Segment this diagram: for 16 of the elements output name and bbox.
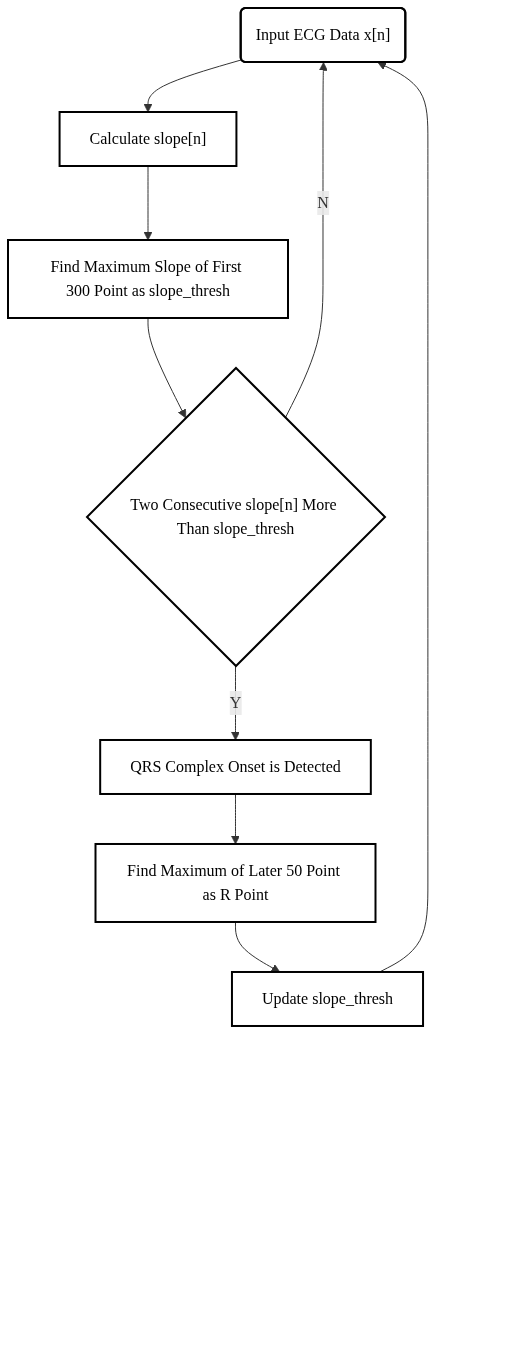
node-diamond: Two Consecutive slope[n] More Than slope_thresh	[85, 366, 387, 668]
arrow	[143, 165, 153, 241]
arrow	[147, 317, 187, 419]
arrow	[231, 665, 240, 741]
arrow	[235, 921, 281, 973]
node-box: Update slope_thresh	[230, 971, 425, 1027]
node-box: Find Maximum Slope of First 300 Point as slope_thresh	[7, 239, 289, 319]
arrow	[284, 62, 328, 419]
edge-label: Y	[229, 693, 242, 711]
node-box: Find Maximum of Later 50 Point as R Point	[94, 843, 377, 923]
arrow	[231, 793, 240, 845]
arrow	[377, 62, 429, 973]
node-box: Calculate slope[n]	[58, 111, 238, 167]
arrow	[143, 59, 243, 113]
node-box: QRS Complex Onset is Detected	[99, 739, 372, 795]
edge-label: N	[317, 194, 329, 211]
